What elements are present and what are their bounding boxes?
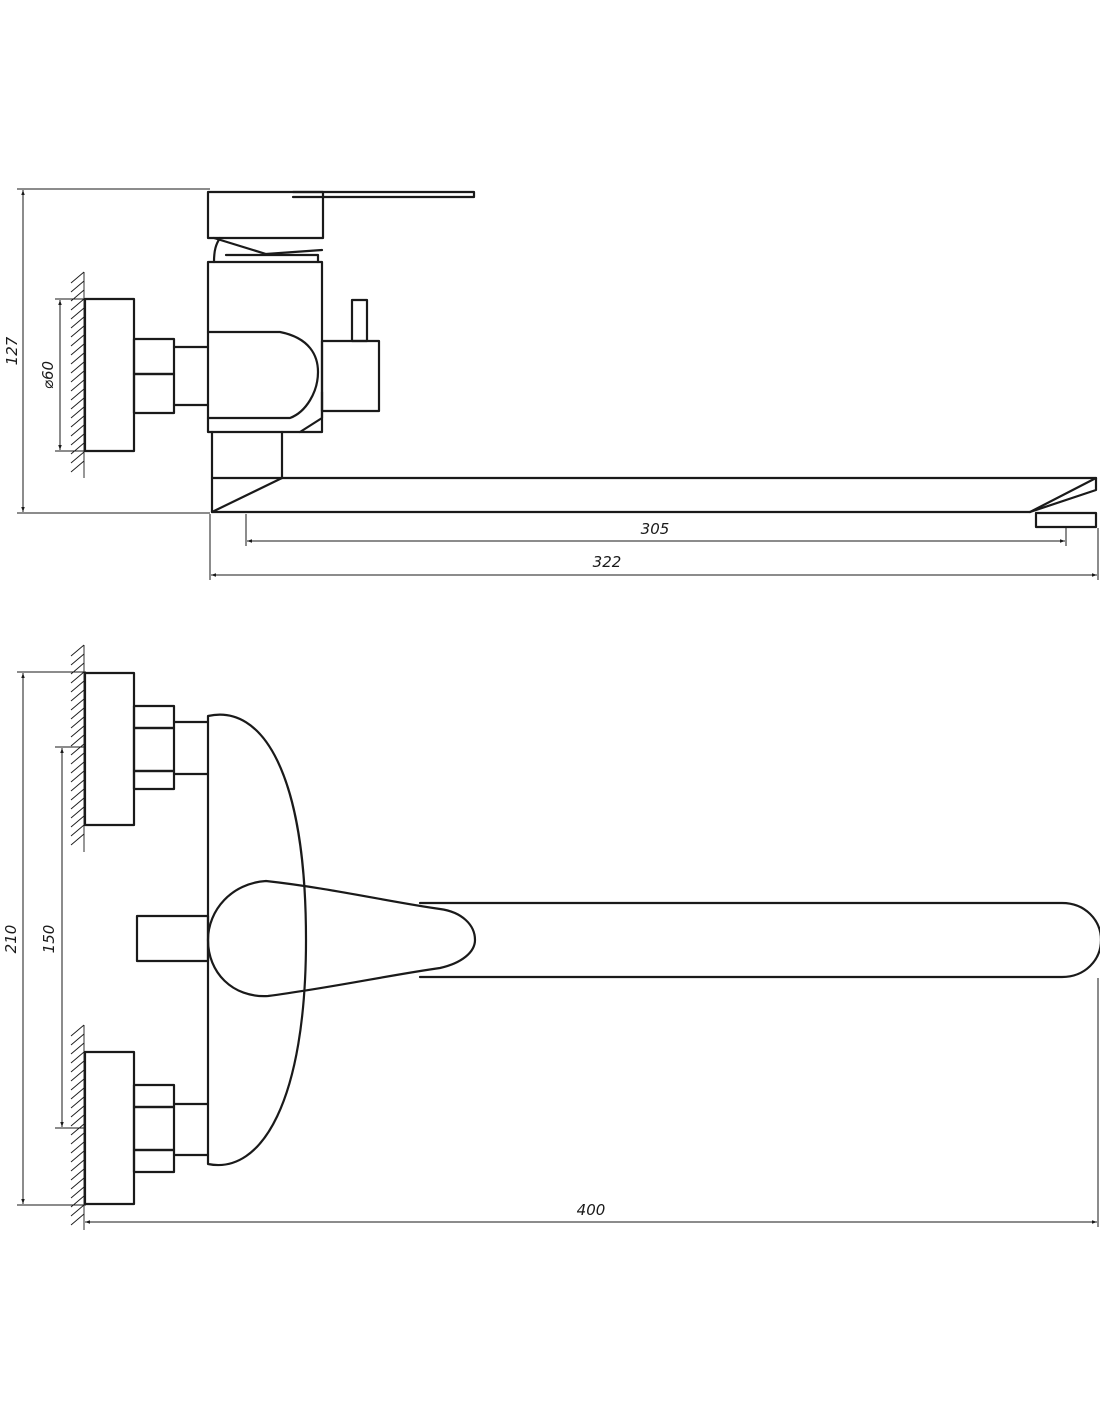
wall-hatch-stroke bbox=[70, 1078, 85, 1091]
wall-hatch-stroke bbox=[70, 433, 85, 446]
dim-label-322: 322 bbox=[593, 553, 622, 571]
dim-label-305: 305 bbox=[641, 520, 670, 538]
wall-hatch-stroke bbox=[70, 671, 85, 684]
wall-hatch-stroke bbox=[70, 743, 85, 756]
wall-hatch-stroke bbox=[70, 806, 85, 819]
dim-spout-length: 305 bbox=[245, 514, 1067, 546]
wall-hatch-stroke bbox=[70, 1051, 85, 1064]
wall-hatch-stroke bbox=[70, 1186, 85, 1199]
dim-overall-length-top: 400 bbox=[85, 978, 1099, 1227]
wall-hatch-stroke bbox=[70, 815, 85, 828]
dim-label-210: 210 bbox=[2, 925, 20, 954]
dim-label-150: 150 bbox=[40, 925, 58, 954]
dim-label-400: 400 bbox=[577, 1201, 606, 1219]
wall-hatch-stroke bbox=[70, 1105, 85, 1118]
wall-hatch-stroke bbox=[70, 1150, 85, 1163]
wall-hatch-stroke bbox=[70, 334, 85, 347]
wall-hatch-stroke bbox=[70, 361, 85, 374]
dim-overall-height-top: 210 bbox=[2, 671, 86, 1206]
wall-hatch-stroke bbox=[70, 1087, 85, 1100]
wall-hatch-top bbox=[70, 644, 85, 1230]
wall-hatch-stroke bbox=[70, 352, 85, 365]
wall-flange bbox=[83, 297, 136, 453]
wall-hatch-stroke bbox=[70, 280, 85, 293]
side-view: 127 ⌀60 305 322 bbox=[3, 188, 1099, 580]
wall-hatch-stroke bbox=[70, 1042, 85, 1055]
wall-hatch-stroke bbox=[70, 424, 85, 437]
dim-label-diameter-60: ⌀60 bbox=[39, 361, 57, 389]
wall-hatch-stroke bbox=[70, 734, 85, 747]
wall-hatch-stroke bbox=[70, 833, 85, 846]
wall-hatch-stroke bbox=[70, 824, 85, 837]
wall-hatch-stroke bbox=[70, 325, 85, 338]
wall-hatch-stroke bbox=[70, 1213, 85, 1226]
wall-hatch-stroke bbox=[70, 271, 85, 284]
wall-hatch-stroke bbox=[70, 460, 85, 473]
dim-label-127: 127 bbox=[3, 336, 21, 365]
spout-side bbox=[210, 430, 1098, 529]
diverter-top bbox=[135, 914, 210, 963]
dim-flange-diameter: ⌀60 bbox=[39, 298, 85, 452]
wall-hatch-stroke bbox=[70, 307, 85, 320]
wall-hatch-stroke bbox=[70, 442, 85, 455]
wall-hatch-stroke bbox=[70, 788, 85, 801]
wall-hatch-stroke bbox=[70, 298, 85, 311]
mixer-body-side bbox=[206, 236, 324, 434]
eccentric-fitting bbox=[132, 337, 210, 415]
lower-inlet bbox=[83, 1050, 210, 1206]
wall-hatch-stroke bbox=[70, 1096, 85, 1109]
dim-inlet-spacing: 150 bbox=[40, 746, 86, 1129]
wall-hatch-stroke bbox=[70, 1123, 85, 1136]
wall-hatch-side bbox=[70, 271, 85, 478]
wall-hatch-stroke bbox=[70, 343, 85, 356]
wall-hatch-stroke bbox=[70, 370, 85, 383]
wall-hatch-stroke bbox=[70, 752, 85, 765]
mixer-body-top bbox=[206, 713, 308, 1167]
wall-hatch-stroke bbox=[70, 1168, 85, 1181]
wall-hatch-stroke bbox=[70, 689, 85, 702]
diverter-knob bbox=[320, 298, 381, 413]
wall-hatch-stroke bbox=[70, 761, 85, 774]
mixer-handle-side bbox=[206, 190, 476, 264]
wall-hatch-stroke bbox=[70, 1141, 85, 1154]
wall-hatch-stroke bbox=[70, 725, 85, 738]
wall-hatch-stroke bbox=[70, 1069, 85, 1082]
top-view: 210 150 400 bbox=[2, 644, 1100, 1230]
wall-hatch-stroke bbox=[70, 1060, 85, 1073]
wall-hatch-stroke bbox=[70, 1033, 85, 1046]
wall-hatch-stroke bbox=[70, 1159, 85, 1172]
wall-hatch-stroke bbox=[70, 397, 85, 410]
dim-overall-length-side: 322 bbox=[209, 514, 1099, 580]
upper-inlet bbox=[83, 671, 210, 827]
wall-hatch-stroke bbox=[70, 644, 85, 657]
wall-hatch-stroke bbox=[70, 680, 85, 693]
wall-hatch-stroke bbox=[70, 1204, 85, 1217]
wall-hatch-stroke bbox=[70, 770, 85, 783]
wall-hatch-stroke bbox=[70, 379, 85, 392]
spout-top bbox=[418, 901, 1100, 979]
wall-hatch-stroke bbox=[70, 1177, 85, 1190]
wall-hatch-stroke bbox=[70, 716, 85, 729]
lever-handle-top bbox=[206, 879, 477, 998]
wall-hatch-stroke bbox=[70, 797, 85, 810]
wall-hatch-stroke bbox=[70, 698, 85, 711]
wall-hatch-stroke bbox=[70, 653, 85, 666]
wall-hatch-stroke bbox=[70, 388, 85, 401]
wall-hatch-stroke bbox=[70, 415, 85, 428]
wall-hatch-stroke bbox=[70, 1132, 85, 1145]
wall-hatch-stroke bbox=[70, 451, 85, 464]
wall-hatch-stroke bbox=[70, 1114, 85, 1127]
wall-hatch-stroke bbox=[70, 707, 85, 720]
wall-hatch-stroke bbox=[70, 779, 85, 792]
wall-hatch-stroke bbox=[70, 1024, 85, 1037]
dim-height-side: 127 bbox=[3, 188, 210, 514]
wall-hatch-stroke bbox=[70, 406, 85, 419]
wall-hatch-stroke bbox=[70, 316, 85, 329]
